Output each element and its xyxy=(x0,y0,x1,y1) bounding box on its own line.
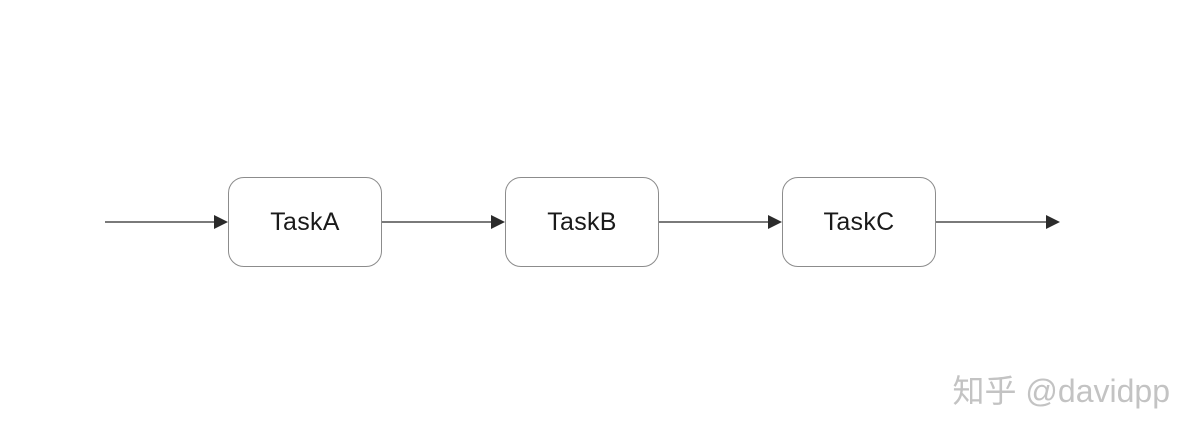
edge-taska-to-taskb xyxy=(382,221,494,223)
arrowhead-icon xyxy=(768,215,782,229)
arrowhead-icon xyxy=(214,215,228,229)
node-task-b-label: TaskB xyxy=(547,207,617,236)
node-task-c-label: TaskC xyxy=(823,207,895,236)
edge-taskc-to-end xyxy=(935,221,1049,223)
edge-taskb-to-taskc xyxy=(659,221,771,223)
node-task-a-label: TaskA xyxy=(270,207,340,236)
arrowhead-icon xyxy=(1046,215,1060,229)
node-task-a: TaskA xyxy=(228,177,382,267)
arrowhead-icon xyxy=(491,215,505,229)
node-task-b: TaskB xyxy=(505,177,659,267)
watermark: 知乎 @davidpp xyxy=(952,373,1170,409)
edge-start-to-taska xyxy=(105,221,217,223)
node-task-c: TaskC xyxy=(782,177,936,267)
